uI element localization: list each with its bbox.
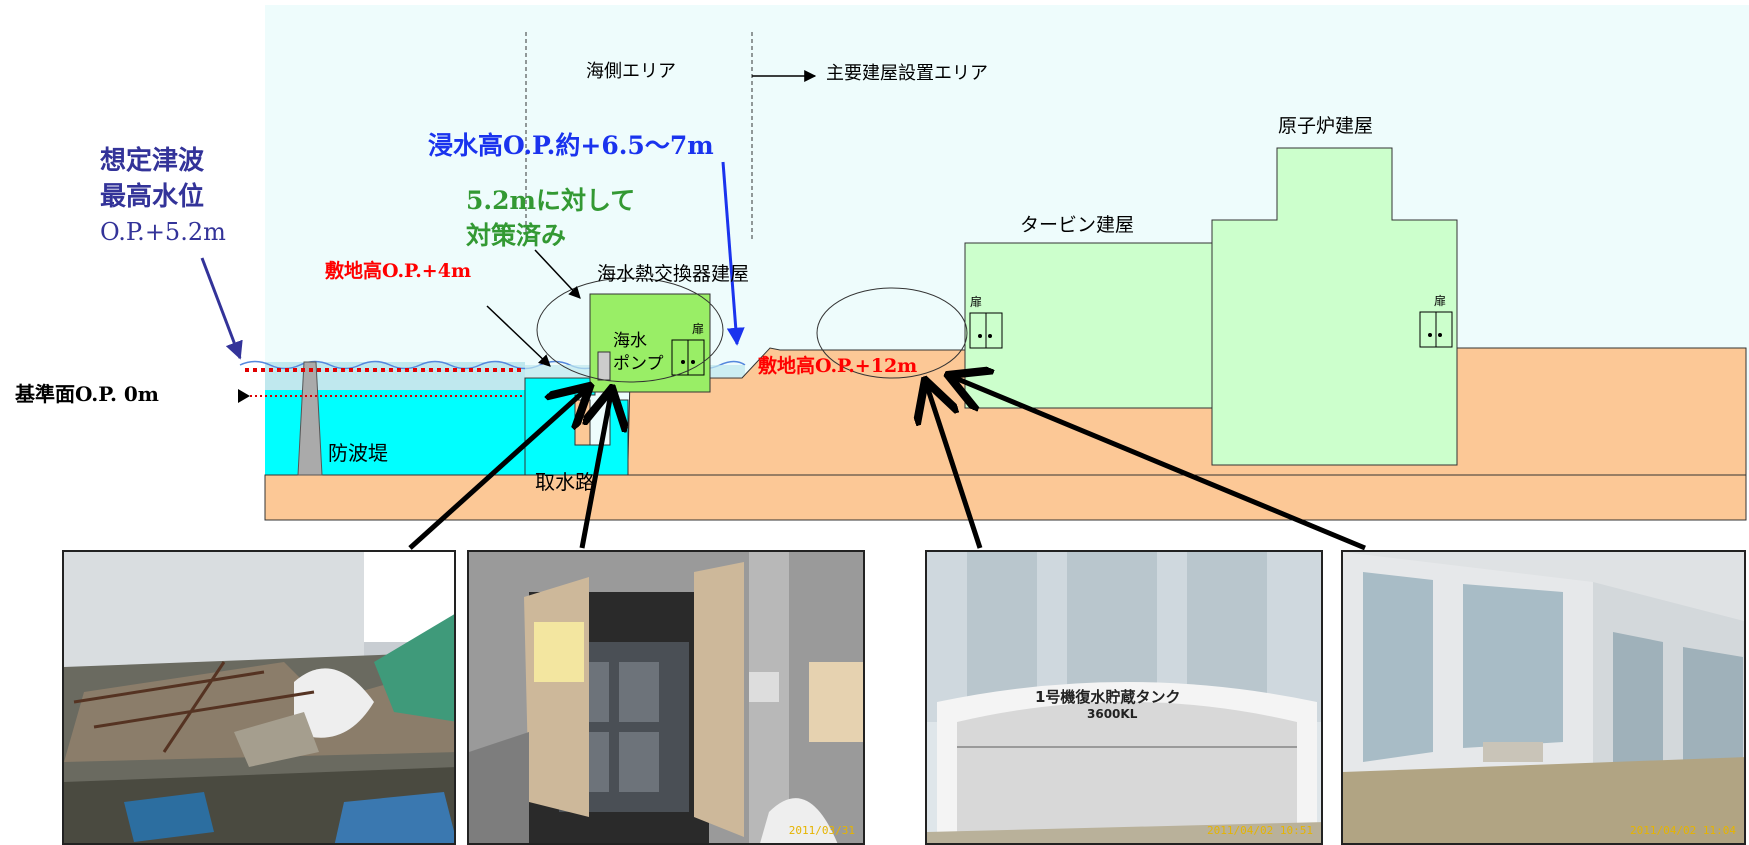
measures-label-line2: 対策済み — [466, 221, 567, 250]
heat-exchanger-building-label: 海水熱交換器建屋 — [597, 263, 750, 285]
turbine-building — [964, 242, 1213, 409]
turbine-door-label: 扉 — [970, 295, 983, 309]
photo-damaged-debris — [62, 550, 456, 845]
breakwater — [297, 361, 323, 476]
photo-condensate-storage-tank: 1号機復水貯蔵タンク 3600KL 2011/04/02 10:51 — [925, 550, 1323, 845]
tsunami-arrow — [200, 257, 243, 360]
turbine-door-knob — [988, 334, 992, 338]
photo1-arrow — [408, 386, 590, 550]
measures-arrow — [534, 249, 581, 299]
photo-pump-room-image — [469, 552, 863, 843]
tsunami-label-line1: 想定津波 — [100, 146, 205, 176]
photo-debris-image — [64, 552, 454, 843]
flood-height-label: 浸水高O.P.約+6.5〜7m — [428, 131, 714, 160]
photo2-date-stamp: 2011/03/31 — [788, 824, 855, 837]
photo4-arrow — [948, 375, 1366, 551]
seawater-pump-label-line1: 海水 — [613, 331, 647, 351]
site-height-low-label: 敷地高O.P.+4m — [325, 260, 472, 282]
site-height-low-arrow — [486, 305, 551, 367]
turbine-door-knob — [978, 334, 982, 338]
site-ellipse — [816, 287, 968, 379]
reference-plane-label: 基準面O.P. 0m — [15, 382, 159, 406]
photo3-date-stamp: 2011/04/02 10:51 — [1207, 824, 1313, 837]
seawater-pump-label-line2: ポンプ — [613, 354, 664, 374]
flood-height-arrow — [721, 161, 745, 346]
breakwater-label: 防波堤 — [328, 441, 388, 465]
main-building-area-label: 主要建屋設置エリア — [826, 63, 988, 84]
photo3-arrow — [925, 380, 983, 549]
intake-channel-label: 取水路 — [535, 470, 595, 494]
photo-pump-room-door: 2011/03/31 — [467, 550, 865, 845]
pump-door-label: 扉 — [692, 322, 705, 336]
turbine-building-label: タービン建屋 — [1020, 214, 1135, 236]
reactor-building — [1211, 147, 1458, 466]
reference-plane-marker — [238, 389, 250, 403]
photo-tank-image — [927, 552, 1321, 843]
tsunami-label-line2: 最高水位 — [100, 182, 205, 212]
ground-base — [264, 474, 1747, 521]
pump-door-knob — [691, 360, 695, 364]
reactor-door-knob — [1438, 333, 1442, 337]
photo2-arrow — [579, 388, 612, 549]
pump-door-knob — [681, 360, 685, 364]
photo4-date-stamp: 2011/04/02 11:04 — [1630, 824, 1736, 837]
photo-building-exterior: 2011/04/02 11:04 — [1341, 550, 1746, 845]
tank-capacity-text: 3600KL — [1087, 707, 1138, 721]
reactor-building-label: 原子炉建屋 — [1278, 115, 1374, 137]
tank-sign-text: 1号機復水貯蔵タンク — [1035, 688, 1181, 706]
site-height-high-label: 敷地高O.P.+12m — [758, 355, 918, 377]
seawater-pump — [597, 351, 611, 381]
reactor-door-label: 扉 — [1434, 294, 1447, 308]
sea-area-label: 海側エリア — [586, 61, 676, 82]
reactor-door-knob — [1428, 333, 1432, 337]
measures-label-line1: 5.2mに対して — [466, 186, 636, 215]
photo-building-image — [1343, 552, 1744, 843]
tsunami-label-line3: O.P.+5.2m — [100, 218, 226, 246]
